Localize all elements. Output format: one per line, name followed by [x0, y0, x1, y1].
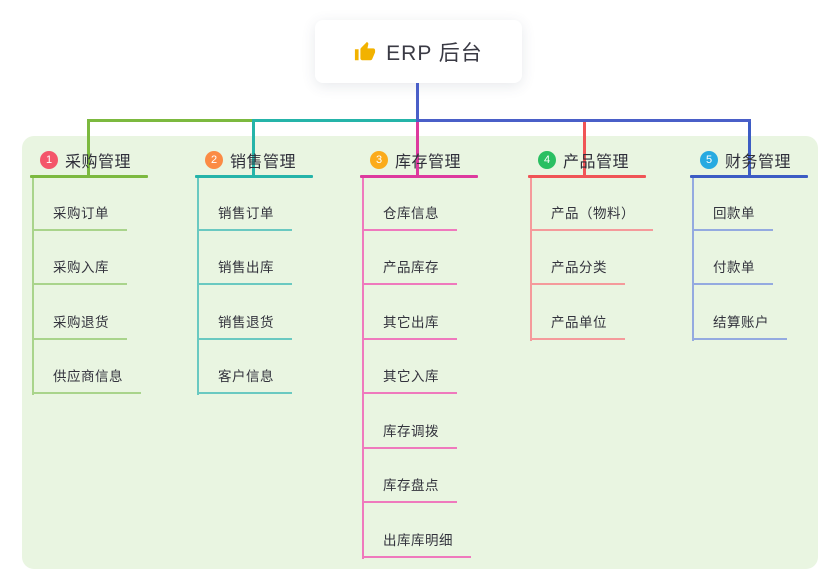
branch-topic-row: 2 销售管理: [205, 148, 296, 172]
bus-segment-green: [87, 119, 255, 122]
branch-item[interactable]: 销售出库: [198, 256, 292, 285]
branch-item[interactable]: 库存盘点: [363, 474, 457, 503]
branch-item[interactable]: 产品分类: [531, 256, 625, 285]
branch-underline: [690, 175, 808, 178]
branch-item[interactable]: 回款单: [693, 202, 773, 231]
branch-drop-4: [583, 122, 586, 175]
branch-item[interactable]: 结算账户: [693, 311, 787, 340]
branch-item[interactable]: 付款单: [693, 256, 773, 285]
branch-item[interactable]: 供应商信息: [33, 365, 141, 394]
branch-item[interactable]: 销售退货: [198, 311, 292, 340]
root-label: ERP 后台: [386, 41, 483, 65]
branch-number-badge: 2: [205, 151, 223, 169]
branch-topic-row: 3 库存管理: [370, 148, 461, 172]
thumbs-up-path: [355, 41, 376, 60]
branch-item[interactable]: 产品（物料）: [531, 202, 653, 231]
bus-segment-blue: [416, 119, 751, 122]
branches-panel: [22, 136, 818, 569]
branch-item[interactable]: 库存调拨: [363, 420, 457, 449]
branch-item[interactable]: 采购退货: [33, 311, 127, 340]
branch-label: 销售管理: [230, 154, 297, 171]
branch-item[interactable]: 产品库存: [363, 256, 457, 285]
branch-drop-1: [87, 122, 90, 175]
branch-child-line: [197, 178, 199, 395]
branch-drop-2: [252, 122, 255, 175]
branch-topic-row: 4 产品管理: [538, 148, 629, 172]
branch-number-badge: 3: [370, 151, 388, 169]
branch-drop-5: [748, 122, 751, 175]
branch-item[interactable]: 其它出库: [363, 311, 457, 340]
branch-item[interactable]: 其它入库: [363, 365, 457, 394]
branch-child-line: [530, 178, 532, 341]
branch-child-line: [362, 178, 364, 559]
branch-number-badge: 4: [538, 151, 556, 169]
branch-child-line: [32, 178, 34, 395]
bus-segment-teal: [252, 119, 419, 122]
thumbs-up-icon: [354, 41, 376, 63]
branch-number-badge: 5: [700, 151, 718, 169]
branch-underline: [360, 175, 478, 178]
root-connector: [416, 83, 419, 119]
branch-drop-3: [416, 122, 419, 175]
branch-topic-row: 1 采购管理: [40, 148, 131, 172]
branch-underline: [30, 175, 148, 178]
root-node[interactable]: ERP 后台: [315, 20, 522, 83]
branch-label: 财务管理: [725, 154, 792, 171]
branch-label: 库存管理: [395, 154, 462, 171]
branch-item[interactable]: 出库库明细: [363, 529, 471, 558]
branch-child-line: [692, 178, 694, 341]
branch-item[interactable]: 仓库信息: [363, 202, 457, 231]
branch-label: 产品管理: [563, 154, 630, 171]
branch-underline: [528, 175, 646, 178]
branch-topic-row: 5 财务管理: [700, 148, 791, 172]
branch-number-badge: 1: [40, 151, 58, 169]
branch-item[interactable]: 产品单位: [531, 311, 625, 340]
branch-item[interactable]: 客户信息: [198, 365, 292, 394]
branch-underline: [195, 175, 313, 178]
branch-item[interactable]: 销售订单: [198, 202, 292, 231]
branch-item[interactable]: 采购入库: [33, 256, 127, 285]
branch-label: 采购管理: [65, 154, 132, 171]
branch-item[interactable]: 采购订单: [33, 202, 127, 231]
